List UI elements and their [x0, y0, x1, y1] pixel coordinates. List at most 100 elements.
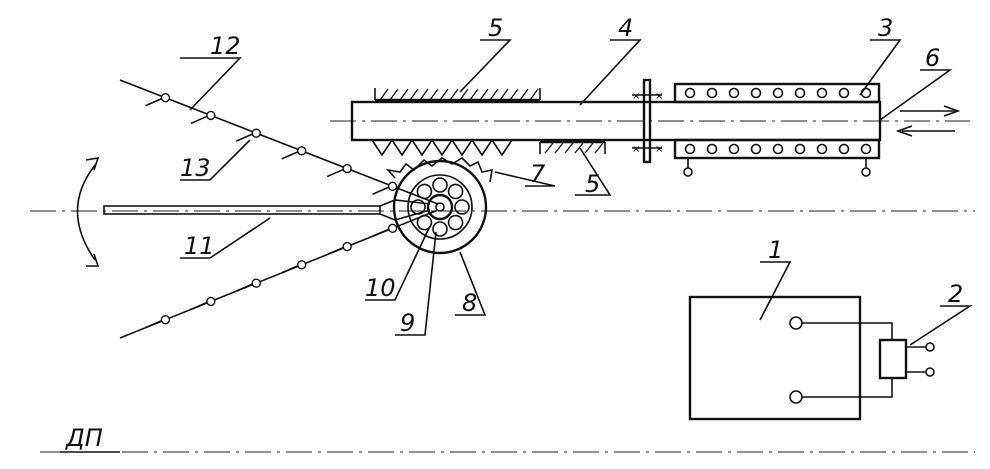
- coil-turn: [816, 143, 828, 155]
- motion-arrows: [895, 105, 961, 137]
- brush-node: [160, 315, 171, 325]
- gear-wheel-8: [385, 156, 493, 255]
- bristle: [372, 228, 389, 238]
- svg-text:×: ×: [655, 144, 663, 155]
- guide-5-top: [374, 88, 541, 102]
- bristle: [235, 283, 253, 292]
- coil-turn: [750, 87, 762, 99]
- solenoid-coil-3: [673, 82, 881, 177]
- label-9: 9: [400, 309, 415, 337]
- svg-text:×: ×: [632, 144, 640, 155]
- brush-node: [297, 146, 307, 156]
- rod-4: [350, 100, 882, 142]
- leader-lines: [60, 39, 973, 453]
- hatch-mark: [594, 142, 604, 154]
- coil-turn: [794, 143, 806, 155]
- label-4: 4: [618, 14, 633, 42]
- brush-node: [342, 163, 352, 174]
- brush-node: [387, 223, 398, 233]
- label-3: 3: [878, 14, 893, 42]
- hatch-mark: [544, 142, 554, 154]
- hatch-mark: [439, 88, 449, 101]
- coil-turn: [684, 143, 696, 155]
- brush-node: [251, 128, 261, 138]
- label-11: 11: [184, 232, 215, 260]
- rack-teeth-7: [371, 138, 513, 157]
- hatch-mark: [584, 142, 594, 154]
- hatch-mark: [429, 88, 439, 101]
- rotation-arrow: [76, 156, 100, 267]
- label-2: 2: [948, 280, 963, 308]
- brush-node: [342, 241, 352, 252]
- label-7: 7: [530, 160, 546, 188]
- bristle: [145, 319, 162, 329]
- hatch-mark: [519, 88, 529, 101]
- bearing-ball: [432, 221, 448, 237]
- coil-turn: [794, 87, 806, 99]
- hatch-mark: [379, 88, 389, 101]
- bristle: [281, 265, 299, 274]
- coil-turn: [728, 143, 740, 155]
- hatch-mark: [459, 88, 469, 101]
- coil-turn: [816, 87, 828, 99]
- hatch-mark: [509, 88, 519, 101]
- bristle: [326, 168, 344, 178]
- coil-turn: [772, 143, 784, 155]
- arm-11: [103, 199, 431, 221]
- guide-5-bottom: [539, 140, 606, 154]
- hatch-mark: [449, 88, 459, 101]
- bearing-ball: [432, 177, 448, 193]
- bristle: [235, 133, 253, 142]
- label-6: 6: [925, 44, 940, 72]
- brush-node: [206, 110, 216, 121]
- control-unit-1: [688, 295, 893, 421]
- coil-turn: [750, 143, 762, 155]
- coil-turn: [684, 87, 696, 99]
- svg-text:×: ×: [632, 91, 640, 102]
- hatch-mark: [389, 88, 399, 101]
- hatch-mark: [469, 88, 479, 101]
- lower-brush-arm: [119, 209, 439, 339]
- label-12: 12: [210, 32, 241, 60]
- label-5-top: 5: [488, 14, 503, 42]
- coil-turn: [838, 87, 850, 99]
- bearing-ball: [447, 214, 464, 231]
- hatch-mark: [489, 88, 499, 101]
- bristle: [326, 246, 344, 256]
- coil-turn: [728, 87, 740, 99]
- hatch-mark: [554, 142, 564, 154]
- brush-node: [160, 93, 171, 103]
- brush-node: [206, 296, 216, 307]
- label-dp: ДП: [65, 424, 103, 452]
- flange-plate: × × × ×: [632, 78, 663, 164]
- switch-unit-2: [878, 338, 935, 380]
- coil-turn: [838, 143, 850, 155]
- bearing-ball: [454, 199, 470, 215]
- bristle: [190, 301, 208, 311]
- label-5-bottom: 5: [585, 170, 600, 198]
- bristle: [145, 97, 162, 107]
- coil-turn: [772, 87, 784, 99]
- bristle: [281, 151, 299, 160]
- bristle: [190, 115, 208, 125]
- label-13: 13: [180, 154, 211, 182]
- bearing-ball: [447, 183, 464, 200]
- coil-turn: [706, 143, 718, 155]
- coil-turn: [706, 87, 718, 99]
- svg-text:×: ×: [655, 91, 663, 102]
- label-10: 10: [365, 274, 396, 302]
- hatch-mark: [529, 88, 539, 101]
- label-1: 1: [768, 236, 783, 264]
- hatch-mark: [574, 142, 584, 154]
- hatch-mark: [499, 88, 509, 101]
- coil-turn: [860, 143, 872, 155]
- hatch-mark: [419, 88, 429, 101]
- bristle: [372, 186, 389, 196]
- brush-node: [251, 278, 261, 288]
- label-8: 8: [462, 289, 477, 317]
- hatch-mark: [564, 142, 574, 154]
- hatch-mark: [399, 88, 409, 101]
- brush-node: [387, 181, 398, 191]
